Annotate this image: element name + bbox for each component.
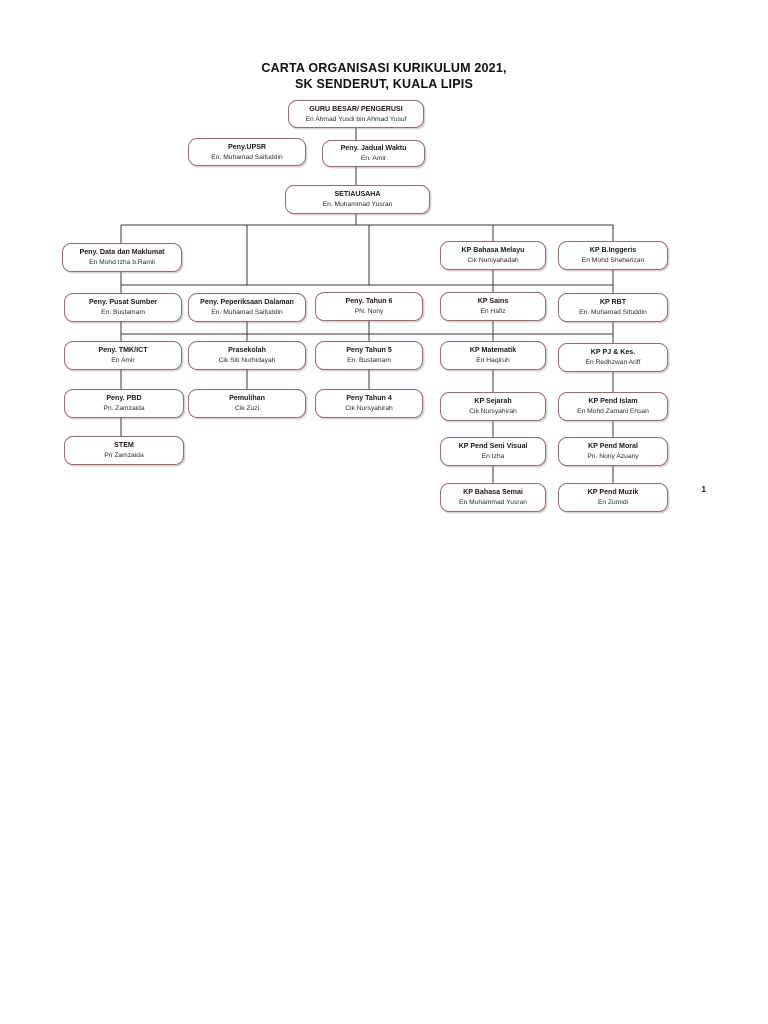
org-node-role: KP Sejarah [474, 397, 512, 405]
org-node-n4[interactable]: SETIAUSAHA En. Muhammad Yusran [285, 185, 430, 214]
org-node-n17[interactable]: KP PJ & Kes. En Redhzwan Ariff [558, 343, 668, 372]
org-node-person: En Izha [481, 453, 505, 460]
org-node-role: Peny. Pusat Sumber [88, 298, 158, 306]
org-node-n10[interactable]: Peny. Tahun 6 PN. Nony [315, 292, 423, 321]
org-node-role: Peny. Data dan Maklumat [79, 248, 165, 256]
org-node-role: Peny. Tahun 6 [345, 297, 393, 305]
org-node-role: GURU BESAR/ PENGERUSI [309, 104, 403, 113]
org-node-person: En. Amir [360, 155, 387, 162]
org-node-person: En Amir [111, 357, 135, 364]
org-node-role: KP B.Inggeris [589, 246, 637, 254]
org-node-person: En Mohd Sheherizan [581, 257, 645, 264]
org-node-person: En. Bustamam [347, 357, 391, 364]
org-node-n27[interactable]: KP Pend Muzik En Zumidi [558, 483, 668, 512]
org-node-role: Peny.UPSR [227, 142, 267, 151]
org-node-n5[interactable]: Peny. Data dan Maklumat En Mohd Izha b.Ra… [62, 243, 182, 272]
org-node-n11[interactable]: KP Sains En Hafiz [440, 292, 546, 321]
org-node-role: KP Bahasa Semai [463, 488, 523, 496]
org-node-person: Cik Nursyahadah [467, 257, 519, 264]
org-node-n2[interactable]: Peny.UPSR En. Muhamad Saifuddin [188, 138, 306, 166]
org-node-n26[interactable]: KP Bahasa Semai En Muhammad Yusran [440, 483, 546, 512]
org-node-role: KP Pend Seni Visual [458, 442, 528, 450]
org-node-role: Peny Tahun 4 [346, 394, 392, 402]
org-node-n24[interactable]: KP Pend Seni Visual En Izha [440, 437, 546, 466]
page-number: 1 [701, 485, 706, 494]
org-node-role: KP Sains [477, 297, 509, 305]
org-node-person: En Hafiz [480, 308, 506, 315]
org-node-person: En. Muhamad Sifuddin [579, 309, 647, 316]
org-node-person: En. Muhamad Saifuddin [211, 309, 283, 316]
org-node-role: KP Matematik [469, 346, 517, 354]
org-node-n1[interactable]: GURU BESAR/ PENGERUSI En Ahmad Yusdi bin … [288, 100, 424, 128]
org-node-role: Prasekolah [228, 346, 266, 354]
title-line-1: CARTA ORGANISASI KURIKULUM 2021, [261, 61, 507, 75]
org-node-role: KP Pend Muzik [587, 488, 639, 496]
org-node-n16[interactable]: KP Matematik En Haqiruh [440, 341, 546, 370]
org-node-n15[interactable]: Peny Tahun 5 En. Bustamam [315, 341, 423, 370]
org-node-n13[interactable]: Peny. TMK/ICT En Amir [64, 341, 182, 370]
org-node-person: En Ahmad Yusdi bin Ahmad Yusuf [305, 115, 407, 123]
org-node-person: Pn. Nony Azuany [587, 453, 639, 460]
org-node-role: KP Pend Moral [588, 442, 638, 450]
org-node-role: Peny. Jadual Waktu [340, 144, 407, 152]
org-node-n12[interactable]: KP RBT En. Muhamad Sifuddin [558, 293, 668, 322]
org-node-role: KP PJ & Kes. [590, 348, 636, 356]
page-title: CARTA ORGANISASI KURIKULUM 2021, SK SEND… [0, 60, 768, 92]
org-node-person: Cik Nursyahirah [469, 408, 517, 415]
org-node-role: KP Bahasa Melayu [461, 246, 525, 254]
org-node-role: Peny. PBD [106, 394, 142, 402]
org-node-role: KP Pend Islam [588, 397, 638, 405]
org-node-person: En Haqiruh [476, 357, 510, 364]
org-node-n20[interactable]: Peny Tahun 4 Cik Nursyahirah [315, 389, 423, 418]
org-node-n22[interactable]: KP Pend Islam En Mohd Zamani Ehsan [558, 392, 668, 421]
org-node-role: STEM [114, 441, 134, 449]
org-node-person: En. Muhamad Saifuddin [211, 153, 283, 161]
org-node-role: SETIAUSAHA [334, 190, 381, 198]
org-node-person: PN. Nony [354, 308, 384, 315]
org-node-person: En. Muhammad Yusran [322, 201, 393, 208]
org-node-role: Pemulihan [229, 394, 265, 402]
org-node-n23[interactable]: STEM Pn Zamzaida [64, 436, 184, 465]
org-node-person: En Mohd Zamani Ehsan [577, 408, 649, 415]
org-node-person: Pn. Zamzaida [103, 405, 145, 412]
org-node-role: Peny Tahun 5 [346, 346, 392, 354]
org-node-person: En Muhammad Yusran [459, 499, 527, 506]
org-node-person: Cik Siti Nurhidayah [218, 357, 276, 364]
org-node-n18[interactable]: Peny. PBD Pn. Zamzaida [64, 389, 184, 418]
org-node-person: Cik Zuzi [234, 405, 260, 412]
org-node-person: En. Bustamam [101, 309, 145, 316]
org-node-person: En Mohd Izha b.Ramli [89, 259, 155, 266]
org-node-person: En Redhzwan Ariff [585, 359, 641, 366]
org-node-role: KP RBT [599, 298, 627, 306]
org-node-role: Peny. Peperiksaan Dalaman [200, 298, 294, 306]
org-node-person: Cik Nursyahirah [345, 405, 393, 412]
title-line-2: SK SENDERUT, KUALA LIPIS [295, 77, 473, 91]
org-node-role: Peny. TMK/ICT [98, 346, 148, 354]
org-node-person: En Zumidi [597, 499, 629, 506]
org-node-person: Pn Zamzaida [104, 452, 144, 459]
org-node-n7[interactable]: KP B.Inggeris En Mohd Sheherizan [558, 241, 668, 270]
